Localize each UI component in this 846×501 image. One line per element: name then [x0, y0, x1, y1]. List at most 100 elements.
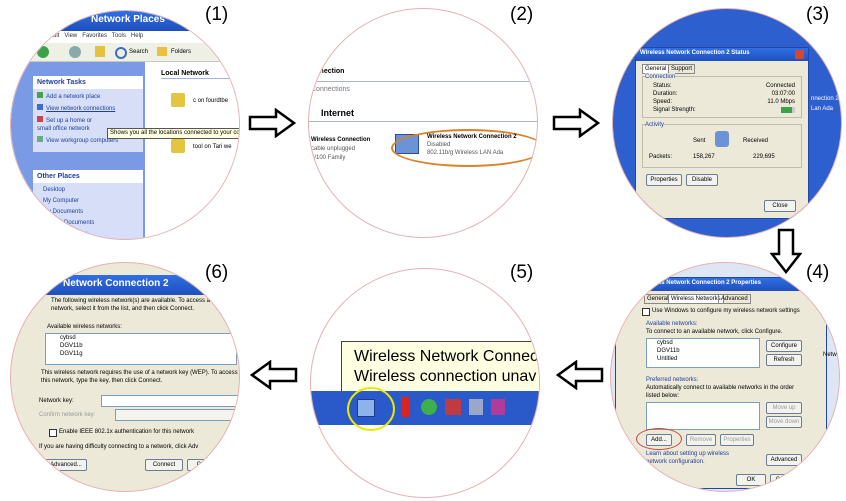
- ieee-checkbox[interactable]: [49, 429, 57, 437]
- tab-wireless-networks[interactable]: Wireless Networks: [668, 294, 724, 304]
- place-shared-documents[interactable]: Shared Documents: [43, 220, 95, 226]
- ieee-label: Enable IEEE 802.1x authentication for th…: [59, 429, 195, 435]
- arrow-right-2-to-3: [552, 108, 600, 138]
- available-text: To connect to an available network, clic…: [646, 329, 783, 335]
- task-add-network-place[interactable]: Add a network place: [33, 89, 143, 101]
- search-icon[interactable]: [115, 47, 127, 59]
- learn-link[interactable]: Learn about setting up wireless network …: [646, 451, 730, 465]
- wireless-title[interactable]: Wireless Network Connection 2: [427, 134, 517, 140]
- folders-button[interactable]: Folders: [171, 49, 192, 55]
- wired-title[interactable]: Wireless Connection: [311, 137, 371, 143]
- network-folder-icon-2[interactable]: [171, 139, 185, 153]
- use-windows-checkbox[interactable]: [642, 308, 650, 316]
- back-icon[interactable]: [37, 46, 49, 58]
- preferred-list[interactable]: [646, 402, 760, 430]
- place-my-documents[interactable]: My Documents: [43, 209, 84, 215]
- app-icon[interactable]: [491, 399, 505, 415]
- tooltip-text: Shows you all the locations connected to…: [110, 130, 240, 136]
- step-3-number: (3): [806, 4, 830, 25]
- tab-advanced[interactable]: Advanced: [718, 294, 751, 304]
- remove-button[interactable]: Remove: [686, 434, 716, 446]
- taskbar: [311, 391, 539, 425]
- connection-row-2: Connections: [311, 86, 350, 93]
- place-desktop[interactable]: Desktop: [43, 187, 66, 193]
- duration-label: Duration:: [653, 91, 678, 97]
- close-icon[interactable]: [795, 50, 804, 59]
- wired-status: cable unplugged: [311, 146, 356, 152]
- disable-button[interactable]: Disable: [686, 174, 718, 186]
- network-key-input[interactable]: [101, 395, 239, 407]
- background-window-text-2: Lan Ada: [811, 106, 834, 112]
- tooltip-line-2: Wireless connection unav: [354, 368, 537, 385]
- signal-strength-icon: [781, 107, 795, 113]
- preferred-title: Preferred networks:: [646, 377, 699, 383]
- advanced-button[interactable]: Advanced: [766, 454, 802, 466]
- properties-button[interactable]: Properties: [720, 434, 754, 446]
- network-dgv11b[interactable]: DGV11b: [657, 348, 680, 354]
- step-6-circle: Network Connection 2 The following wirel…: [10, 262, 240, 492]
- ok-button[interactable]: OK: [736, 474, 766, 486]
- speed-label: Speed:: [653, 99, 673, 105]
- menu-item[interactable]: Tools: [111, 33, 126, 39]
- advanced-button[interactable]: Advanced...: [45, 459, 87, 471]
- network-dgv11b[interactable]: DGV11b: [60, 343, 83, 349]
- menu-item[interactable]: Favorites: [82, 33, 107, 39]
- place-my-computer[interactable]: My Computer: [43, 198, 80, 204]
- network-item-2[interactable]: tool on Tari we: [193, 144, 232, 150]
- connect-button[interactable]: Connect: [145, 459, 183, 471]
- available-list[interactable]: cybsd DGV11b Untitled: [646, 338, 760, 368]
- network-icon[interactable]: [445, 399, 461, 415]
- window-title: Network Places: [11, 11, 239, 31]
- menu-item[interactable]: View: [64, 33, 78, 39]
- received-label: Received: [743, 138, 769, 144]
- task-setup-home-network[interactable]: Set up a home or small office network: [37, 116, 93, 132]
- menu-item[interactable]: Edit: [49, 33, 60, 39]
- network-item-1[interactable]: c on fourdtbe: [193, 98, 229, 104]
- connection-group: Connection Status: Connected Duration: 0…: [642, 73, 802, 118]
- network-dgv11g[interactable]: DGV11g: [60, 351, 83, 357]
- preferred-text: Automatically connect to available netwo…: [646, 385, 795, 399]
- activity-title: Activity: [645, 121, 665, 129]
- task-view-workgroup[interactable]: View workgroup computers: [33, 133, 143, 145]
- network-folder-icon[interactable]: [171, 93, 185, 107]
- connection-title: Connection: [645, 73, 676, 81]
- network-place-icon: [37, 92, 43, 98]
- arrow-left-5-to-6: [250, 360, 298, 390]
- add-highlight: [636, 428, 682, 450]
- up-folder-icon[interactable]: [95, 46, 105, 57]
- folders-icon[interactable]: [157, 47, 167, 56]
- sent-label: Sent: [693, 138, 706, 144]
- local-network-header: Local Network: [161, 69, 239, 79]
- place-printers[interactable]: Printers and Fax: [43, 231, 88, 237]
- task-view-network-connections[interactable]: View network connections: [33, 101, 143, 113]
- globe-icon[interactable]: [421, 399, 437, 415]
- wireless-adapter: 802.11b/g Wireless LAN Ada: [427, 150, 504, 156]
- dialog-title: Wireless Network Connection 2 Status: [636, 48, 808, 61]
- move-up-button[interactable]: Move up: [766, 402, 802, 414]
- tooltip: Shows you all the locations connected to…: [107, 128, 240, 139]
- wireless-highlight: [391, 129, 537, 167]
- network-cybsd[interactable]: cybsd: [657, 340, 673, 346]
- close-button[interactable]: Close: [764, 200, 796, 212]
- properties-button[interactable]: Properties: [646, 174, 682, 186]
- network-untitled[interactable]: Untitled: [657, 356, 678, 362]
- menu-item[interactable]: Help: [130, 33, 144, 39]
- dialog-title: Wireless Network Connection 2 Properties: [616, 278, 826, 291]
- cancel-button[interactable]: Cancel: [770, 474, 800, 486]
- confirm-key-input[interactable]: [115, 409, 239, 421]
- status-dialog: Wireless Network Connection 2 Status Gen…: [635, 47, 809, 219]
- background-window-text: Network: [823, 352, 840, 358]
- configure-button[interactable]: Configure: [766, 340, 802, 352]
- cancel-button[interactable]: Cancel: [187, 459, 225, 471]
- home-network-icon: [37, 116, 43, 122]
- move-down-button[interactable]: Move down: [766, 416, 802, 428]
- tab-support[interactable]: Support: [668, 64, 696, 74]
- search-button[interactable]: Search: [129, 49, 149, 55]
- network-cybsd[interactable]: cybsd: [60, 335, 76, 341]
- forward-icon[interactable]: [69, 46, 81, 58]
- flash-icon[interactable]: [401, 397, 409, 417]
- refresh-button[interactable]: Refresh: [766, 354, 802, 366]
- networks-list[interactable]: cybsd DGV11b DGV11g: [45, 333, 237, 365]
- packets-label: Packets:: [649, 154, 673, 160]
- speaker-icon[interactable]: [469, 399, 483, 415]
